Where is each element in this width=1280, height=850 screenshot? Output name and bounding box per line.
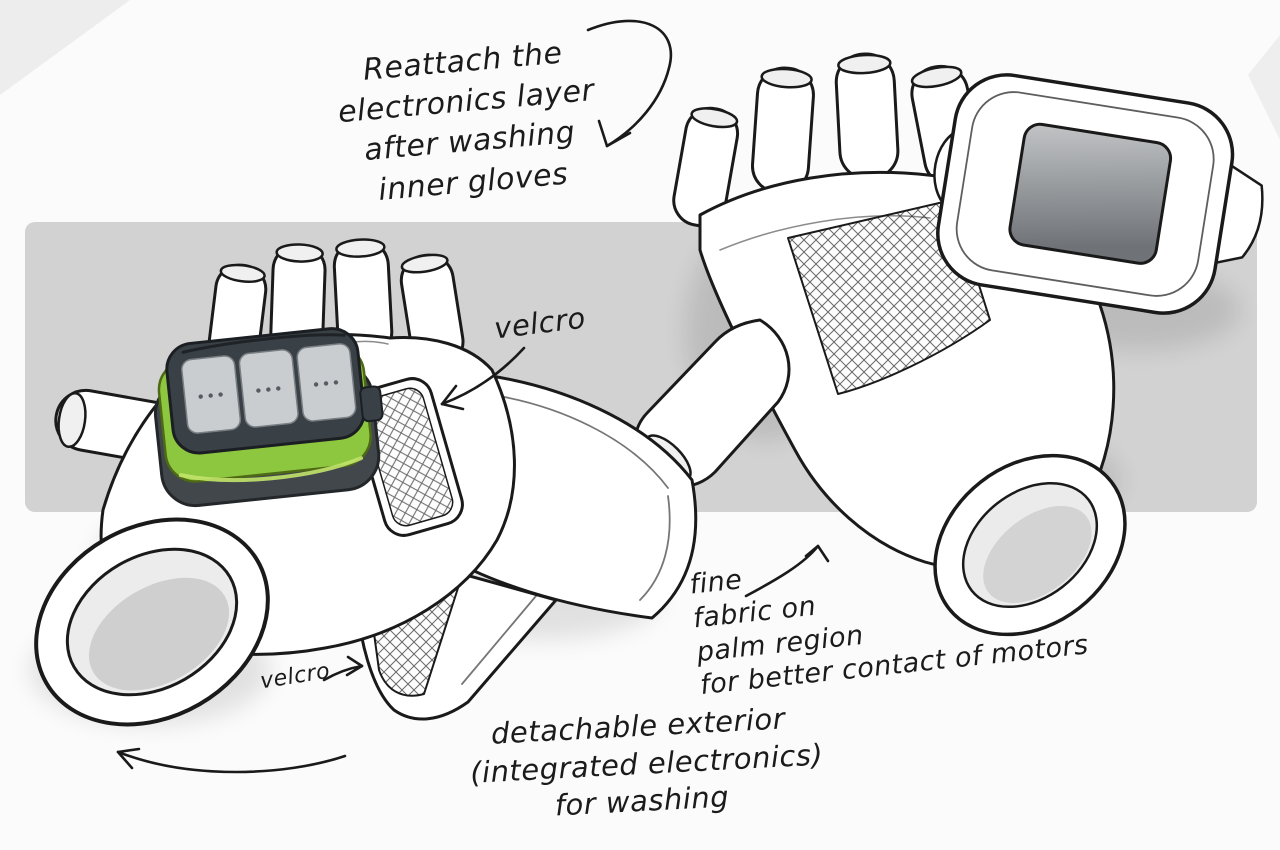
corner-shade-top-left	[0, 0, 130, 95]
detached-module-sketch	[933, 73, 1264, 315]
arrowhead	[597, 119, 632, 148]
arrowhead	[440, 384, 465, 411]
module-frame-inner-line	[955, 91, 1215, 297]
cuff-opening	[961, 481, 1099, 609]
arrow-detach-swoosh	[116, 747, 347, 774]
annotation-arrows	[116, 19, 830, 774]
finger-stub	[332, 238, 394, 360]
arrow-velcro-top	[440, 346, 526, 411]
corner-shade-right	[1248, 35, 1280, 140]
thumb-opening	[57, 391, 87, 449]
arrowhead	[345, 655, 364, 677]
arrow-fine-fabric	[744, 544, 830, 598]
cuff-inner-shade	[983, 505, 1092, 603]
right-glove-cuff	[933, 453, 1127, 637]
arrow-reattach	[586, 19, 673, 148]
strap-fold-line	[639, 495, 671, 601]
finger-opening	[690, 107, 739, 129]
module-clip	[359, 385, 384, 423]
finger-stub	[750, 66, 815, 195]
module-green-highlight	[178, 456, 364, 482]
finger-opening	[335, 238, 386, 258]
cuff-opening	[65, 547, 239, 697]
module-screen-opening	[1008, 122, 1173, 265]
arrowhead	[804, 544, 830, 563]
finger-opening	[760, 67, 813, 89]
module-top-edge	[181, 333, 346, 354]
arrowhead	[116, 747, 141, 770]
left-glove-cuff	[34, 517, 270, 727]
cuff-inner-shade	[88, 577, 230, 691]
annotation-detachable-note: detachable exterior (integrated electron…	[467, 699, 824, 830]
finger-opening	[219, 263, 266, 283]
electronics-module	[153, 327, 384, 508]
palm-seam-line	[719, 215, 931, 251]
finger-stub	[672, 106, 740, 228]
arrow-velcro-bottom	[322, 655, 364, 682]
module-button-dots	[198, 380, 339, 399]
strap-edge-line	[461, 595, 537, 685]
finger-opening	[910, 65, 963, 89]
finger-opening	[400, 253, 449, 274]
finger-opening	[275, 243, 324, 263]
annotation-reattach-note: Reattach the electronics layer after was…	[312, 29, 625, 215]
finger-opening	[837, 53, 892, 75]
finger-stub	[834, 52, 900, 181]
